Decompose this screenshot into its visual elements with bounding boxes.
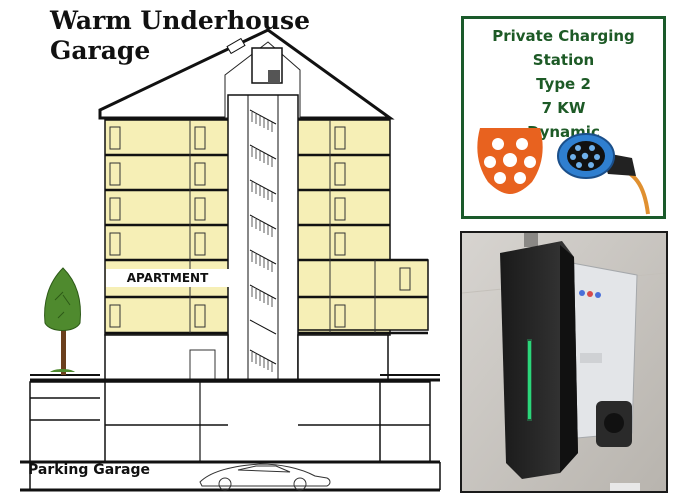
- parking-garage-label: Parking Garage: [28, 462, 151, 478]
- page-title: Warm Underhouse Garage: [50, 6, 310, 66]
- charging-info-box: Private Charging Station Type 2 7 KW Dyn…: [461, 16, 666, 219]
- car-icon: [199, 463, 331, 491]
- building-section-drawing: [20, 28, 441, 492]
- info-title: Private Charging Station: [492, 27, 635, 69]
- type2-plug-icon: [557, 133, 650, 215]
- info-connector-type: Type 2: [536, 75, 591, 93]
- info-power: 7 KW: [541, 99, 586, 117]
- title-line-2: Garage: [50, 36, 151, 65]
- type2-socket-icon: [477, 128, 543, 194]
- apartment-label: APARTMENT: [106, 269, 229, 287]
- garage-levels: [20, 334, 441, 492]
- tree-icon: [44, 267, 81, 375]
- wallbox-photo: [460, 231, 668, 493]
- wallbox-charger-image: [462, 233, 666, 491]
